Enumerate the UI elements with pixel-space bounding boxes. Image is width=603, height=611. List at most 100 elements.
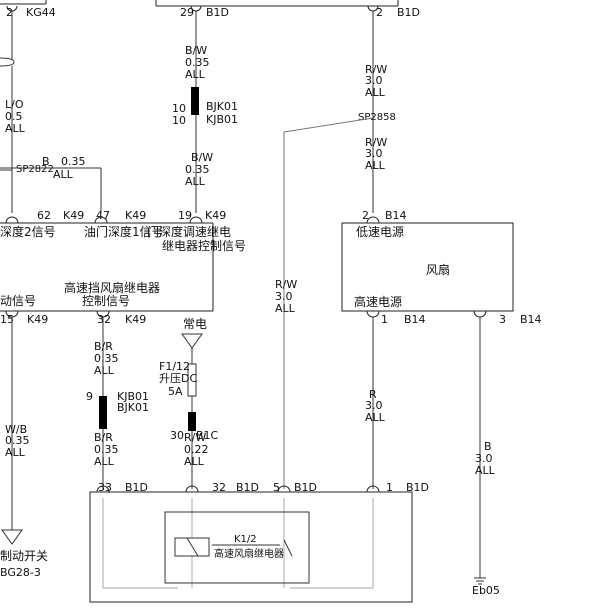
kjb01-connector: [99, 396, 107, 429]
b1d-conn-33: B1D: [125, 481, 148, 494]
k49-pin-32: 32: [97, 313, 111, 326]
b1d-terminal-1: [366, 485, 380, 493]
b1d-conn-5: B1D: [294, 481, 317, 494]
ground-label: Eb05: [472, 584, 500, 597]
k49-sig-depth2: 深度2信号: [0, 224, 56, 239]
bjk01-pin-b: 10: [172, 114, 186, 127]
b1d-conn-1: B1D: [406, 481, 429, 494]
fan-title: 风扇: [426, 262, 450, 277]
top-left-pin: 2: [6, 6, 13, 19]
b1d-pin-5: 5: [273, 481, 280, 494]
sp2822-label: SP2822: [16, 164, 54, 175]
brake-switch-name: 制动开关: [0, 549, 48, 563]
k49-conn-32: K49: [125, 313, 146, 326]
k49-pin-19: 19: [178, 209, 192, 222]
k49-conn-19: K49: [205, 209, 226, 222]
fuse-name: F1/12: [159, 360, 190, 373]
wire-rw-thin-opt: ALL: [184, 455, 205, 468]
b1d-box: [89, 491, 413, 603]
relay-coil-bar: [186, 537, 199, 557]
fan-box: [341, 222, 514, 312]
wire-rw-top-color: R/W: [365, 63, 387, 76]
bjk01-connector: [191, 87, 199, 115]
bjk01-conn-a: BJK01: [206, 100, 238, 113]
wire-lo-gauge: 0.5: [5, 110, 23, 123]
top-box-mid: [155, 0, 399, 7]
b1c-pin: 30: [170, 429, 184, 442]
brake-switch-code: BG28-3: [0, 566, 41, 579]
top-right-pin: 2: [376, 6, 383, 19]
wire-r-gauge: 3.0: [365, 399, 383, 412]
wire-bw-top-gauge: 0.35: [185, 56, 210, 69]
wire-rw-long-color: R/W: [275, 278, 297, 291]
relay-name: K1/2: [234, 534, 257, 545]
fan-pin-3: 3: [499, 313, 506, 326]
fan-conn-3: B14: [520, 313, 542, 326]
top-left-conn: KG44: [26, 6, 56, 19]
wire-r-color: R: [369, 388, 377, 401]
changdian-label: 常电: [183, 317, 207, 331]
fan-conn-top: B14: [385, 209, 407, 222]
wire-rw-thin-color: R/W: [184, 431, 206, 444]
wire-rw-mid-color: R/W: [365, 136, 387, 149]
b1d-terminal-33: [96, 485, 110, 493]
b1c-connector: [188, 412, 196, 431]
wire-br-bot-color: B/R: [94, 431, 113, 444]
wire-b-ground-opt: ALL: [475, 464, 496, 477]
wire-lo-opt: ALL: [5, 122, 26, 135]
fan-high-power: 高速电源: [354, 294, 402, 309]
k49-sig-brake: 制动信号: [0, 294, 36, 308]
wire-bw-mid-color: B/W: [191, 151, 213, 164]
wire-br-bot-opt: ALL: [94, 455, 115, 468]
wire-b-left-opt: ALL: [53, 168, 74, 181]
top-left-terminal: [6, 5, 18, 12]
wire-lo-color: L/O: [5, 98, 24, 111]
fan-terminal-1: [366, 310, 380, 318]
wire-b-ground-gauge: 3.0: [475, 452, 493, 465]
top-mid-pin: 29: [180, 6, 194, 19]
kjb01-conn-a: KJB01: [117, 390, 149, 403]
k49-conn-15: K49: [27, 313, 48, 326]
b1d-conn-32: B1D: [236, 481, 259, 494]
wire-rw-long-opt: ALL: [275, 302, 296, 315]
wire-br-top-opt: ALL: [94, 364, 115, 377]
relay-desc: 高速风扇继电器: [214, 547, 284, 560]
b1d-terminal-32: [185, 485, 199, 493]
wire-wb-gauge: 0.35: [5, 434, 30, 447]
fuse-rating: 5A: [168, 385, 183, 398]
wire-b-branch: [12, 167, 102, 213]
k49-sig-fan-a: 门深度调速继电: [147, 224, 231, 239]
bjk01-pin-a: 10: [172, 102, 186, 115]
b1d-pin-1: 1: [386, 481, 393, 494]
top-right-terminal: [367, 5, 379, 12]
top-mid-terminal: [190, 5, 202, 12]
wire-rw-top-gauge: 3.0: [365, 74, 383, 87]
wire-bw-top-opt: ALL: [185, 68, 206, 81]
fan-conn-1: B14: [404, 313, 426, 326]
wire-rw-mid-gauge: 3.0: [365, 147, 383, 160]
wire-rw-top-opt: ALL: [365, 86, 386, 99]
wire-wb-color: W/B: [5, 423, 27, 436]
top-right-conn: B1D: [397, 6, 420, 19]
wire-rw-long-gauge: 3.0: [275, 290, 293, 303]
bjk01-conn-b: KJB01: [206, 113, 238, 126]
ground-icon: [474, 577, 486, 585]
top-box-left: [0, 0, 47, 5]
fuse-desc: 升压DC: [159, 372, 197, 385]
relay-internal-wires: [102, 498, 374, 589]
fuse-icon: [187, 363, 197, 397]
wire-rw-mid-opt: ALL: [365, 159, 386, 172]
brake-switch-icon: [1, 529, 23, 545]
b1d-pin-32: 32: [212, 481, 226, 494]
wire-bw-mid-gauge: 0.35: [185, 163, 210, 176]
b1c-conn: B1C: [196, 429, 219, 442]
k49-terminal-fan: [189, 216, 203, 224]
fan-terminal-3: [473, 310, 487, 318]
wire-b-ground-color: B: [484, 440, 492, 453]
k49-pin-15: 15: [0, 313, 14, 326]
fan-low-power: 低速电源: [356, 225, 404, 239]
wire-wb-opt: ALL: [5, 446, 26, 459]
k49-conn-62: K49: [63, 209, 84, 222]
k49-sig-high-a: 高速挡风扇继电器: [64, 280, 160, 295]
